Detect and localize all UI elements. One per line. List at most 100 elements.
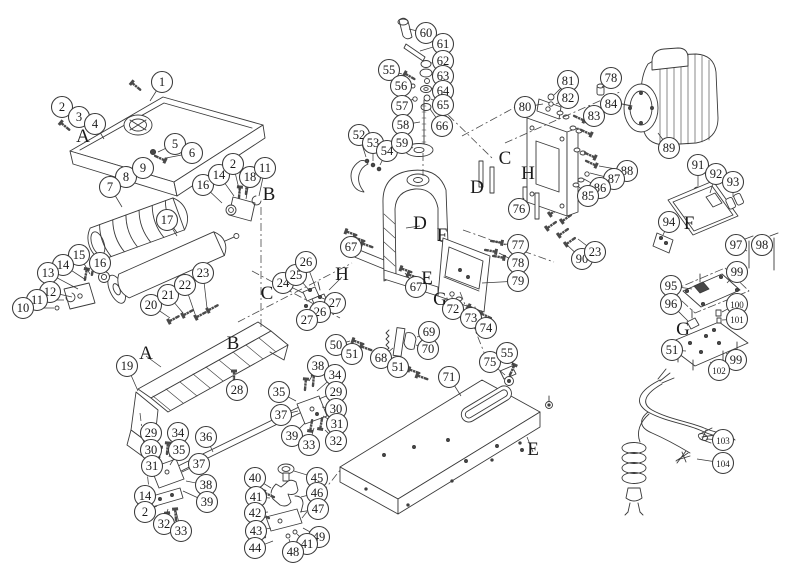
leader-line [235,174,241,194]
balloon-number: 18 [244,170,257,184]
balloon-circle [576,184,600,208]
part-balloon-103: 103 [711,428,735,452]
part-balloon-23: 23 [583,240,607,264]
balloon-number: 14 [139,489,152,503]
leader-line [299,510,308,513]
section-letter-F: F [684,213,695,234]
balloon-circle [659,292,683,316]
balloon-number: 11 [31,293,43,307]
leader-line [266,527,272,530]
leader-line [288,396,297,402]
part-balloon-29: 29 [139,421,163,445]
section-letter-D: D [470,177,484,198]
part-balloon-97: 97 [724,233,748,257]
part-washer-stack [419,60,433,111]
balloon-number: 56 [395,79,408,93]
part-balloon-98: 98 [750,233,774,257]
balloon-number: 70 [422,342,435,356]
balloon-circle [267,380,291,404]
balloon-number: 1 [159,75,165,89]
leader-line [324,429,329,434]
part-balloon-104: 104 [711,451,735,475]
part-upper-plate [670,267,750,314]
section-letter-C: C [499,148,512,169]
balloon-number: 52 [353,128,366,142]
washer-icon [577,177,585,183]
balloon-circle [414,21,438,45]
balloon-number: 103 [716,436,730,446]
part-balloon-21: 21 [156,283,180,307]
plug-icon [625,487,643,502]
leader-line [203,283,208,309]
leader-line [300,495,307,498]
balloon-number: 62 [437,54,450,68]
balloon-circle [556,86,580,110]
balloon-circle [657,210,681,234]
balloon-number: 29 [330,385,343,399]
part-balloon-26: 26 [294,250,318,274]
leader-line [245,187,249,200]
part-bearing-bracket-left [54,271,110,311]
balloon-number: 82 [562,91,575,105]
balloon-number: 69 [423,325,436,339]
part-balloon-63: 63 [431,64,455,88]
balloon-circle [163,132,187,156]
leader-line [83,263,91,275]
balloon-number: 74 [480,321,493,335]
balloon-number: 75 [484,355,497,369]
part-lock-clip [350,158,382,193]
washer-icon [569,125,577,131]
balloon-circle [221,152,245,176]
balloon-number: 101 [730,315,744,325]
balloon-circle [324,429,348,453]
balloon-circle [115,354,139,378]
leader-line [175,510,179,521]
part-lead-screw [421,99,427,151]
part-balloon-74: 74 [474,316,498,340]
part-balloon-69: 69 [417,320,441,344]
balloon-number: 33 [175,524,188,538]
wire-end-icon [657,368,675,384]
leader-line [721,308,728,313]
balloon-circle [67,243,91,267]
part-balloon-39: 39 [280,424,304,448]
balloon-circle [513,95,537,119]
balloon-circle [686,153,710,177]
bolt-icon [483,245,500,257]
leader-line [302,282,310,291]
balloon-number: 104 [716,459,730,469]
balloon-number: 36 [200,430,213,444]
balloon-number: 17 [161,213,174,227]
screw-icon [583,157,600,171]
screw-icon [554,225,571,240]
balloon-number: 31 [331,417,344,431]
balloon-circle [750,233,774,257]
screw-icon [542,218,559,233]
balloon-circle [506,269,530,293]
part-balloon-19: 19 [115,354,139,378]
part-balloon-4: 4 [83,112,107,136]
leader-line [583,178,592,184]
leader-line [535,103,544,106]
part-balloon-28: 28 [225,378,249,402]
leader-line [404,272,410,279]
leader-line [182,490,198,498]
part-balloon-83: 83 [582,104,606,128]
part-spring-plate [385,327,417,357]
balloon-number: 37 [275,408,288,422]
balloon-number: 8 [123,170,129,184]
part-balloon-77: 77 [506,233,530,257]
leader-line [181,468,190,473]
part-balloon-93: 93 [721,170,745,194]
part-balloon-32: 32 [324,429,348,453]
balloon-number: 9 [140,161,146,175]
leader-line [292,287,304,294]
balloon-number: 100 [730,300,744,310]
leader-line [71,270,87,281]
leader-line [302,527,311,533]
leader-line [481,281,508,284]
leader-line [100,132,105,140]
balloon-circle [437,365,461,389]
part-adjust-linkage [265,463,304,532]
